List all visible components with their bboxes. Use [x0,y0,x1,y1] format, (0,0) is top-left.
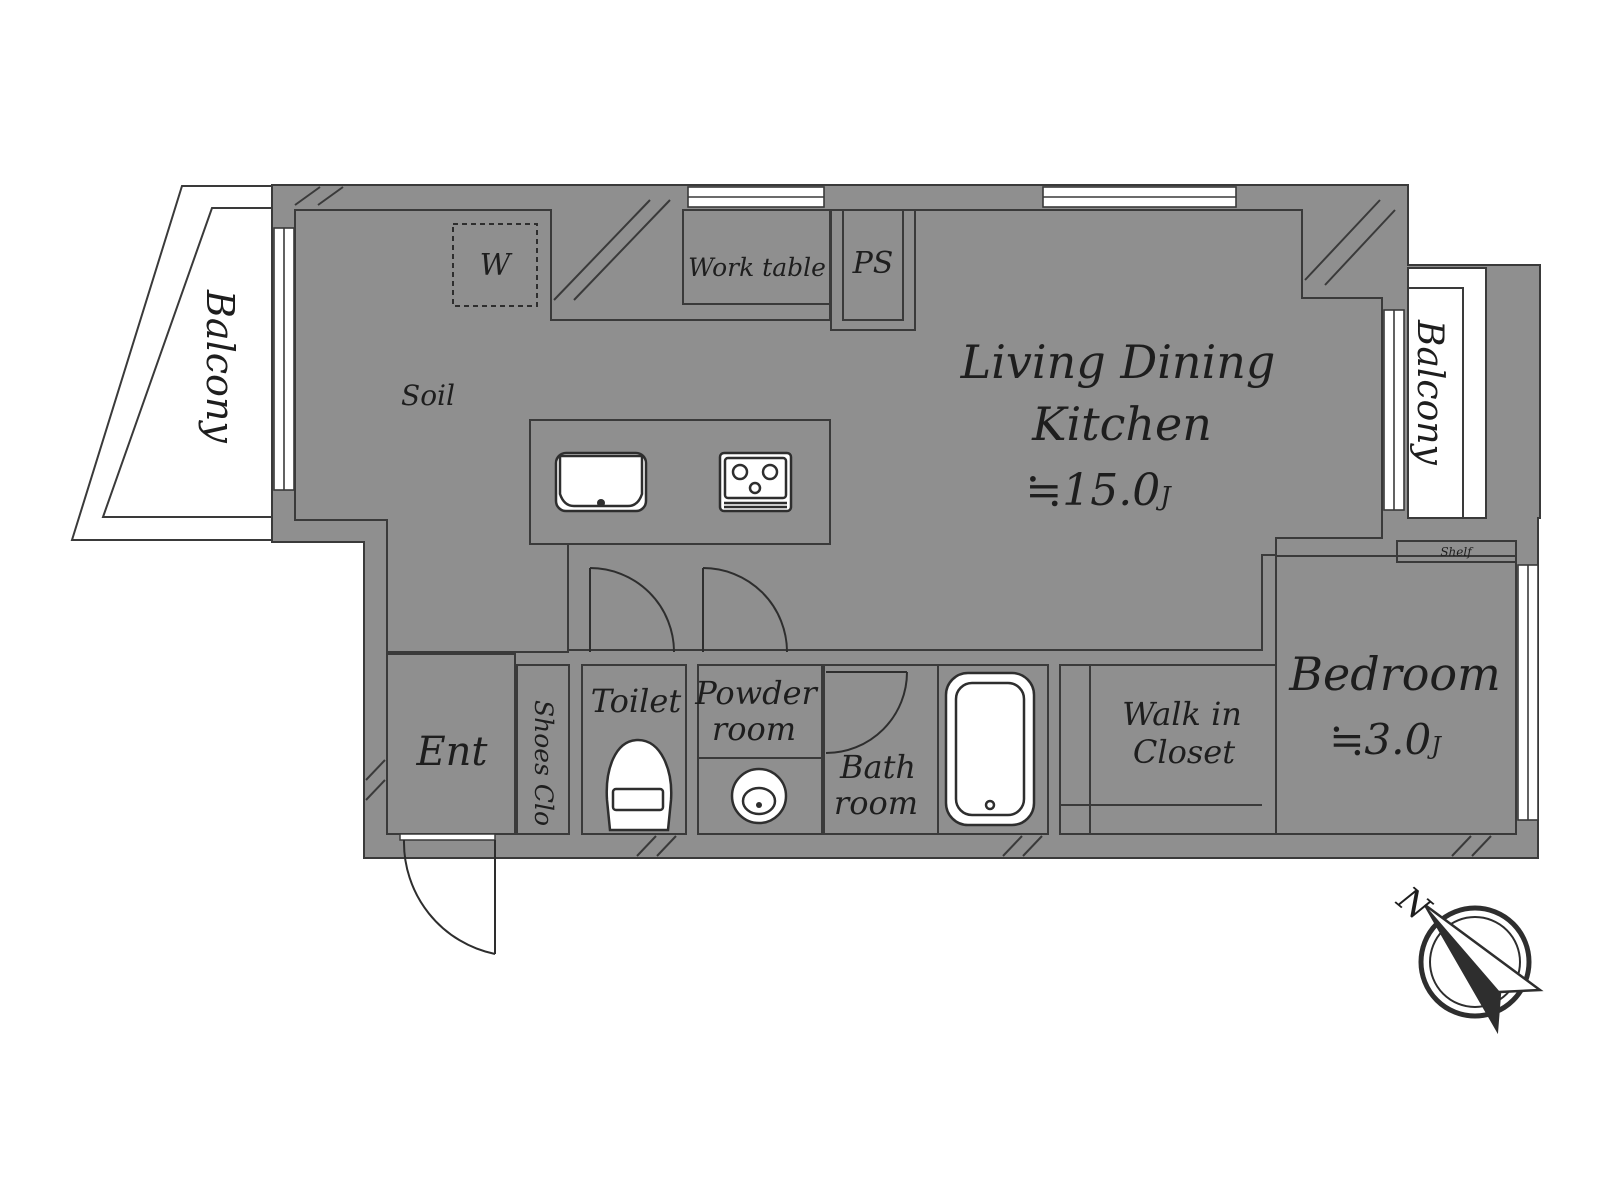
bathtub-icon [944,671,1036,827]
shoes-clo-label: Shoes Clo [529,700,558,826]
north-label: N [1388,879,1438,930]
ldk-label-line1: Living Dining [960,335,1276,389]
ldk-area: ≒15.0J [1025,465,1172,516]
powder-room-floor [697,664,823,835]
balcony-left-label: Balcony [198,289,242,443]
ldk-area-unit: J [1155,482,1172,512]
bath-label-line2: room [834,784,918,822]
kitchen-counter [529,419,831,545]
toilet-floor [581,664,687,835]
walk-in-label-line1: Walk in [1122,695,1242,733]
bedroom-area: ≒3.0J [1329,715,1442,764]
room-labels: Balcony Balcony W Soil Work table PS Liv… [198,246,1501,826]
soil-label: Soil [401,379,455,412]
balcony-left [70,185,273,541]
bedroom-label: Bedroom [1288,647,1500,701]
toilet-icon [605,738,673,832]
toilet-label: Toilet [591,682,682,720]
doors [399,567,908,955]
bath-label-line1: Bath [839,748,916,786]
shoes-closet-floor [516,664,570,835]
shelf-floor [1396,540,1517,563]
powder-label-line1: Powder [694,674,818,712]
ldk-area-value: ≒15.0 [1025,465,1160,516]
ps-label: PS [852,246,894,281]
bedroom-area-value: ≒3.0 [1329,715,1431,764]
balcony-right-label: Balcony [1409,319,1450,465]
balcony-right [1407,267,1487,519]
bath-room-floor [823,664,1049,835]
shelf-label: Shelf [1440,545,1474,559]
sink-icon [554,451,648,513]
washer-label: W [480,248,513,283]
washbasin-icon [730,767,788,825]
washer-icon [452,223,538,307]
outer-walls [271,184,1541,859]
compass-icon: N [1388,879,1544,1035]
stove-icon [718,451,793,513]
walk-in-closet-floor [1059,664,1277,835]
walk-in-label-line2: Closet [1133,733,1235,771]
windows [273,186,1539,821]
work-table-label: Work table [688,253,826,282]
ldk-label-line2: Kitchen [1031,397,1212,451]
ent-label: Ent [415,729,488,775]
powder-label-line2: room [712,710,796,748]
wall-hatching [294,186,1492,857]
